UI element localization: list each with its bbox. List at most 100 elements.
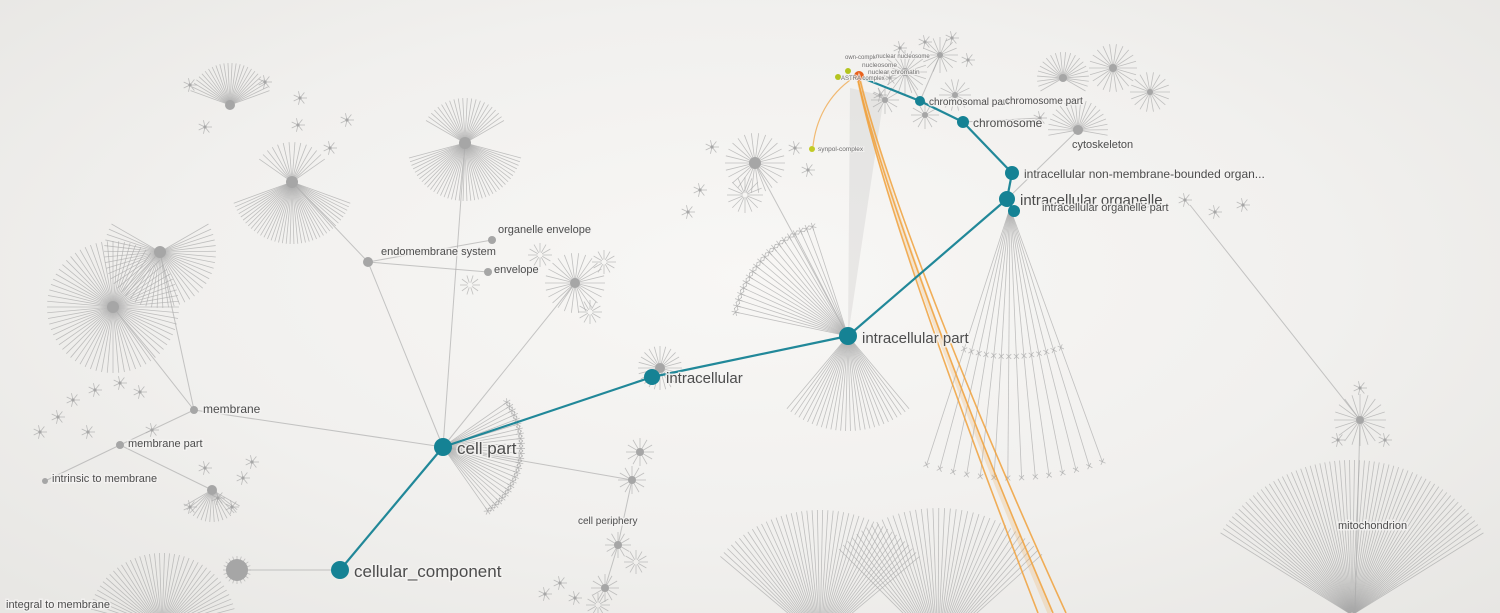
fan-spoke: [837, 531, 893, 613]
fan-spoke: [294, 182, 351, 204]
fan-spoke: [92, 598, 128, 613]
term-label-intracellular-part[interactable]: intracellular part: [861, 329, 972, 349]
term-node-chromosomal-part[interactable]: [915, 96, 925, 106]
fan-spoke: [740, 293, 846, 336]
fan-spoke: [903, 512, 930, 613]
term-label-own-complex[interactable]: own-complex: [844, 54, 881, 62]
fan-spoke: [839, 534, 897, 613]
highlight-node[interactable]: [835, 74, 841, 80]
term-node-cell-part[interactable]: [434, 438, 452, 456]
fan-cluster: [460, 275, 480, 295]
term-node-gray[interactable]: [1073, 125, 1083, 135]
term-node-gray[interactable]: [614, 541, 622, 549]
term-node-gray[interactable]: [484, 268, 492, 276]
term-label-nuclear-nucleosome[interactable]: nuclear nucleosome: [875, 53, 931, 61]
term-node-gray[interactable]: [952, 92, 958, 98]
term-node-gray[interactable]: [225, 100, 235, 110]
term-node-gray[interactable]: [286, 176, 298, 188]
term-node-gray[interactable]: [488, 236, 496, 244]
graph-edge: [919, 54, 941, 102]
term-label-cellular-component[interactable]: cellular_component: [353, 561, 504, 583]
term-node-gray[interactable]: [570, 278, 580, 288]
term-node-gray[interactable]: [636, 448, 644, 456]
star-burst: [113, 376, 127, 390]
highlight-node[interactable]: [854, 71, 864, 81]
term-node-gray[interactable]: [1356, 416, 1364, 424]
term-node-gray[interactable]: [154, 246, 166, 258]
term-node-gray[interactable]: [42, 478, 48, 484]
highlight-node[interactable]: [845, 68, 851, 74]
term-label-nuclear-chromatin[interactable]: nuclear chromatin: [867, 68, 921, 77]
term-node-gray[interactable]: [1059, 74, 1067, 82]
term-node-gray[interactable]: [607, 519, 613, 525]
term-node-gray[interactable]: [107, 301, 119, 313]
term-label-membrane[interactable]: membrane: [202, 401, 263, 418]
term-label-astra-complex[interactable]: ASTRA complex: [840, 75, 886, 83]
term-node-gray[interactable]: [190, 406, 198, 414]
term-node-gray[interactable]: [601, 584, 609, 592]
term-node-gray[interactable]: [1109, 64, 1117, 72]
fan-spoke: [162, 553, 165, 613]
term-label-chromosomal-part[interactable]: chromosomal part: [928, 96, 1011, 110]
term-label-cell-part[interactable]: cell part: [456, 438, 519, 460]
star-burst: [693, 183, 707, 197]
fan-spoke: [1360, 422, 1369, 445]
fan-spoke: [216, 608, 235, 613]
term-label-endomembrane-system[interactable]: endomembrane system: [380, 245, 498, 260]
term-label-chromosome-part[interactable]: chromosome part: [1004, 95, 1085, 109]
term-node-gray[interactable]: [628, 476, 636, 484]
fan-spoke: [408, 143, 463, 159]
term-node-gray[interactable]: [363, 257, 373, 267]
term-node-gray[interactable]: [937, 52, 943, 58]
term-node-gray[interactable]: [116, 441, 124, 449]
fan-spoke: [99, 585, 141, 613]
fan-spoke: [619, 480, 631, 488]
term-node-gray[interactable]: [749, 157, 761, 169]
fan-spoke: [840, 338, 849, 431]
term-label-membrane-part[interactable]: membrane part: [127, 437, 205, 452]
fan-spoke: [1354, 524, 1479, 613]
term-label-synpol-complex[interactable]: synpol-complex: [817, 145, 865, 154]
term-label-organelle-envelope[interactable]: organelle envelope: [497, 223, 593, 238]
term-node-chromosome[interactable]: [957, 116, 969, 128]
fan-spoke: [545, 275, 573, 283]
term-node-gray[interactable]: [901, 68, 909, 76]
fan-spoke: [291, 142, 296, 180]
fan-spoke: [1300, 468, 1352, 613]
term-label-mitochondrion[interactable]: mitochondrion: [1337, 519, 1409, 534]
term-label-nucleosome[interactable]: nucleosome: [861, 61, 898, 70]
term-label-integral-to-membrane[interactable]: integral to membrane: [5, 598, 112, 613]
fan-spoke: [444, 448, 506, 495]
term-node-gray[interactable]: [922, 112, 928, 118]
term-label-intracellular-organelle[interactable]: intracellular organelle: [1019, 191, 1165, 211]
term-node-intracellular-non-membrane-bounded-organ[interactable]: [1005, 166, 1019, 180]
term-node-cellular-component[interactable]: [331, 561, 349, 579]
term-label-intrinsic-to-membrane[interactable]: intrinsic to membrane: [51, 472, 159, 487]
fan-spoke: [260, 183, 292, 236]
fan-spoke: [49, 307, 111, 325]
fan-spoke: [640, 453, 648, 465]
term-label-intracellular-non-membrane-bounded-organ[interactable]: intracellular non-membrane-bounded organ…: [1023, 166, 1267, 183]
term-label-envelope[interactable]: envelope: [493, 263, 541, 278]
term-label-intracellular[interactable]: intracellular: [665, 369, 745, 389]
term-node-gray[interactable]: [882, 97, 888, 103]
term-node-gray[interactable]: [655, 363, 665, 373]
term-node-gray[interactable]: [1147, 89, 1153, 95]
term-label-chromosome[interactable]: chromosome: [972, 115, 1045, 132]
term-node[interactable]: [1008, 205, 1020, 217]
term-node-gray[interactable]: [226, 559, 248, 581]
term-label-cytoskeleton[interactable]: cytoskeleton: [1071, 138, 1135, 153]
term-label-intracellular-organelle-part[interactable]: intracellular organelle part: [1041, 201, 1171, 216]
fan-spoke: [1010, 210, 1090, 467]
term-label-cell-periphery[interactable]: cell periphery: [577, 515, 639, 529]
term-node-gray[interactable]: [459, 137, 471, 149]
term-node-intracellular[interactable]: [644, 369, 660, 385]
fan-spoke: [114, 308, 164, 350]
term-node-intracellular-organelle[interactable]: [999, 191, 1015, 207]
fan-spoke: [548, 268, 573, 283]
highlight-node[interactable]: [809, 146, 815, 152]
fan-spoke: [180, 581, 222, 613]
term-node-gray[interactable]: [207, 485, 217, 495]
term-node-intracellular-part[interactable]: [839, 327, 857, 345]
